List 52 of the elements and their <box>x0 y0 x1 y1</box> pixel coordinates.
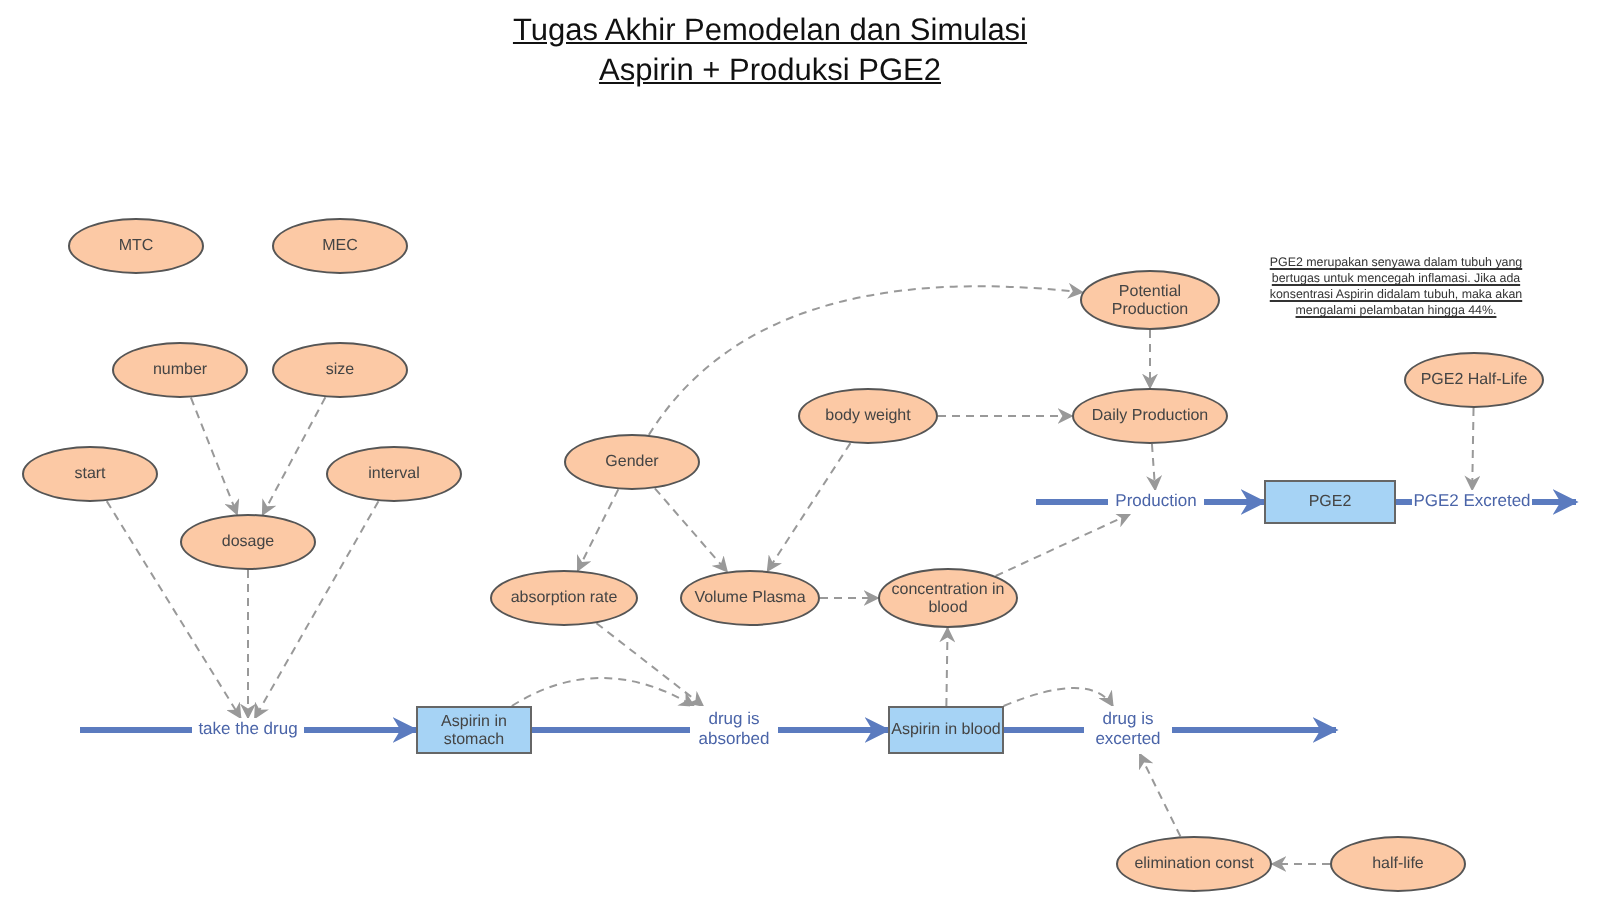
dependency-arrow <box>937 408 1074 424</box>
flow-pipe <box>778 717 891 743</box>
flow-pipe <box>532 727 690 733</box>
dependency-arrow <box>253 500 380 720</box>
dependency-arrow <box>261 396 327 517</box>
dependency-arrow <box>189 396 240 516</box>
dependency-arrow <box>653 487 729 573</box>
variable-ellipse: PGE2 Half-Life <box>1404 352 1544 408</box>
dependency-arrow <box>766 442 852 573</box>
variable-ellipse: MEC <box>272 218 408 274</box>
flow-pipe <box>1532 489 1579 515</box>
variable-ellipse: number <box>112 342 248 398</box>
variable-ellipse: Daily Production <box>1072 388 1228 444</box>
dependency-arrow <box>1138 752 1182 838</box>
variable-ellipse: start <box>22 446 158 502</box>
stock-box: Aspirin in stomach <box>416 706 532 754</box>
dependency-arrow <box>1142 329 1158 390</box>
dependency-arrow <box>1270 856 1331 872</box>
variable-ellipse: half-life <box>1330 836 1466 892</box>
dependency-arrow <box>240 569 256 720</box>
dependency-arrow <box>994 512 1132 577</box>
variable-ellipse: Gender <box>564 434 700 490</box>
dependency-arrow <box>1002 687 1114 708</box>
variable-ellipse: MTC <box>68 218 204 274</box>
dependency-arrow <box>1464 407 1481 492</box>
variable-ellipse: elimination const <box>1116 836 1272 892</box>
flow-pipe <box>80 727 192 733</box>
stock-box: Aspirin in blood <box>888 706 1004 754</box>
dependency-arrow <box>647 283 1084 436</box>
dependency-arrow <box>510 677 696 707</box>
dependency-arrow <box>595 622 705 707</box>
dependency-arrow <box>939 626 956 707</box>
variable-ellipse: Volume Plasma <box>680 570 820 626</box>
flow-pipe <box>1204 489 1267 515</box>
variable-ellipse: concentration in blood <box>878 568 1018 628</box>
variable-ellipse: size <box>272 342 408 398</box>
flow-pipe <box>304 717 419 743</box>
flow-pipe <box>1396 499 1412 505</box>
dependency-arrow <box>576 488 620 572</box>
flow-pipe <box>1036 499 1108 505</box>
stock-box: PGE2 <box>1264 480 1396 524</box>
variable-ellipse: body weight <box>798 388 938 444</box>
variable-ellipse: absorption rate <box>490 570 638 626</box>
flow-pipe <box>1172 717 1339 743</box>
flow-pipe <box>1004 727 1084 733</box>
diagram-title: Tugas Akhir Pemodelan dan Simulasi Aspirin + Produksi PGE2 <box>510 12 1030 92</box>
variable-ellipse: interval <box>326 446 462 502</box>
dependency-arrow <box>1146 443 1163 492</box>
dependency-arrow <box>105 500 242 720</box>
variable-ellipse: dosage <box>180 514 316 570</box>
dependency-arrow <box>819 590 880 606</box>
variable-ellipse: Potential Production <box>1080 270 1220 330</box>
